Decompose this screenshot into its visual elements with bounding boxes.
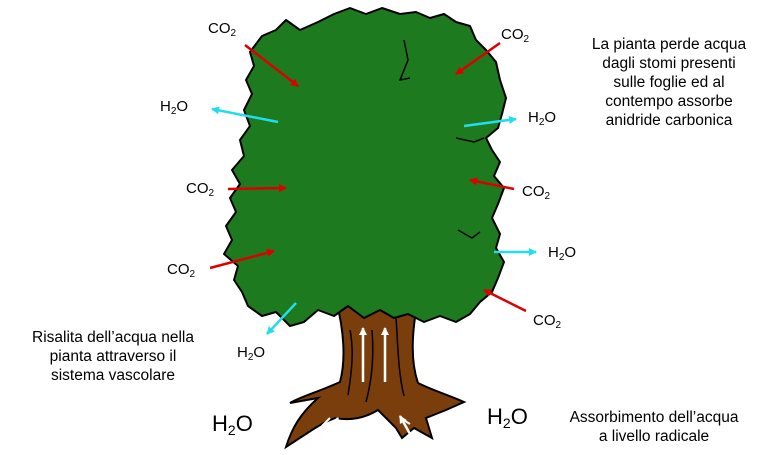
- co2-arrow: [483, 288, 527, 313]
- tree-foliage: [223, 7, 507, 327]
- co2-arrow: [209, 248, 275, 270]
- h2o-label: H2O: [528, 109, 557, 128]
- tree-trunk: [284, 299, 467, 450]
- h2o-arrow: [211, 106, 279, 124]
- co2-arrow: [469, 177, 515, 191]
- root-absorption-caption: Assorbimento dell’acqua a livello radica…: [569, 409, 739, 445]
- co2-label: CO2: [522, 183, 551, 202]
- transpiration-caption: La pianta perde acqua dagli stomi presen…: [591, 36, 747, 129]
- co2-label: CO2: [208, 20, 237, 39]
- co2-label: CO2: [186, 180, 215, 199]
- co2-arrow: [227, 184, 287, 193]
- co2-label: CO2: [533, 312, 562, 331]
- water-rise-caption: Risalita dell’acqua nella pianta attrave…: [32, 329, 194, 384]
- h2o-arrow: [266, 302, 297, 335]
- sap-arrow: [398, 415, 412, 435]
- sap-arrow: [316, 417, 340, 447]
- h2o-arrow: [463, 115, 517, 128]
- h2o-label: H2O: [237, 344, 266, 363]
- h2o-label-large: H2O: [212, 411, 253, 438]
- h2o-label-large: H2O: [487, 404, 528, 431]
- h2o-label: H2O: [548, 244, 577, 263]
- co2-arrow: [455, 41, 501, 76]
- h2o-label: H2O: [160, 98, 189, 117]
- co2-label: CO2: [501, 26, 530, 45]
- co2-arrow: [244, 44, 299, 87]
- co2-label: CO2: [167, 261, 196, 280]
